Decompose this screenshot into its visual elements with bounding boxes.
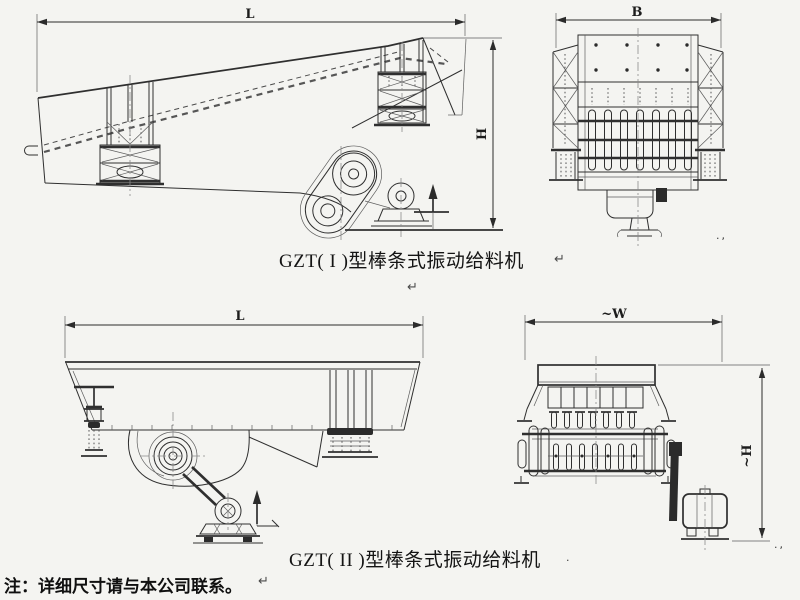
gzt2-trough-body	[65, 361, 421, 431]
gzt1-dimension-length: L	[36, 7, 466, 92]
gzt1-hanger-spring-front	[96, 75, 164, 196]
figure1-caption: GZT( I )型棒条式振动给料机	[279, 251, 524, 272]
dim-label-B: B	[632, 5, 643, 20]
gzt2-drive-belt	[182, 466, 226, 506]
gzt2-grizzly-rotor	[514, 411, 676, 484]
caption2-tail-mark: .	[566, 551, 572, 564]
gzt1-discharge-chute	[429, 38, 467, 116]
gzt2-support-rear	[322, 370, 378, 458]
gzt2-exciter-housing	[128, 429, 324, 487]
dim-label-L2: L	[235, 309, 244, 324]
gzt2-side-view: L	[64, 309, 424, 544]
gzt1-side-view: L H	[24, 7, 503, 242]
gzt2-end-motor	[681, 485, 729, 550]
paragraph-mark-icon: ↵	[554, 252, 565, 267]
gzt2-support-front	[74, 385, 114, 457]
gzt2-dimension-height: ~H	[658, 364, 770, 542]
gzt2-end-belt	[669, 442, 682, 521]
gzt1-trough-body	[24, 37, 463, 213]
gzt2-end-body	[517, 364, 676, 422]
paragraph-mark-icon: ↵	[258, 574, 269, 589]
gzt1-vibration-exciter	[300, 145, 382, 242]
footnote: 注：详细尺寸请与本公司联系。	[4, 577, 242, 596]
gzt2-direction-arrow-icon	[252, 490, 280, 528]
gzt1-direction-arrow-icon	[428, 184, 438, 229]
gzt2-pulley	[140, 412, 208, 492]
figure2-caption: GZT( II )型棒条式振动给料机	[289, 550, 541, 571]
gzt1-hanger-spring-rear	[374, 40, 430, 132]
gzt2-dimension-length: L	[64, 309, 424, 358]
gzt1-bottom-motor	[606, 188, 667, 238]
dim-label-H2: ~H	[740, 444, 755, 467]
gzt2-end-view: ~W ~H	[514, 307, 770, 550]
scan-artifact-mark: .,	[774, 538, 785, 551]
gzt1-side-bracket-left	[549, 44, 583, 181]
gzt1-dimension-width: B	[555, 5, 722, 48]
dim-label-H1: H	[475, 128, 490, 140]
gzt1-end-view: B	[549, 5, 729, 246]
gzt2-drive-motor	[193, 493, 263, 544]
gzt2-dimension-width: ~W	[524, 307, 723, 362]
gzt1-drive-motor	[364, 178, 449, 237]
dim-label-L1: L	[245, 7, 254, 22]
paragraph-mark-icon: ↵	[407, 280, 418, 295]
scan-artifact-mark: .,	[716, 229, 727, 242]
dim-label-W: ~W	[601, 307, 627, 322]
gzt1-dimension-height: H	[423, 37, 502, 228]
